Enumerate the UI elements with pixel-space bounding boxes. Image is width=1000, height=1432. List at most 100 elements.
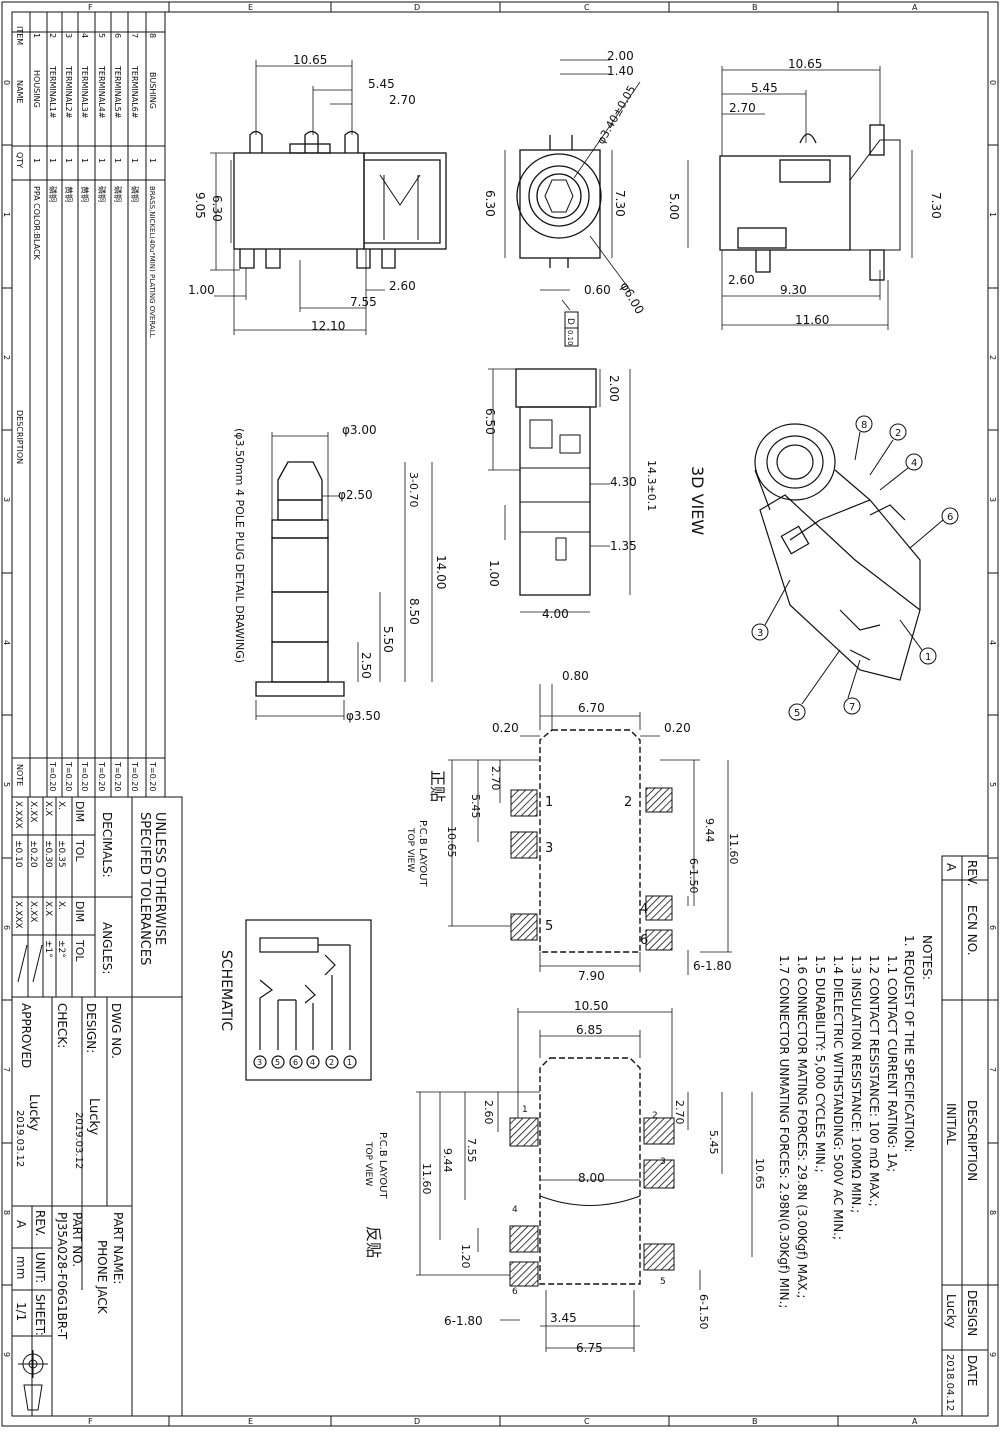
schematic-diagram	[245, 919, 372, 1081]
dim-label: 9.44	[441, 1148, 454, 1173]
border-number: 8	[2, 1210, 11, 1215]
balloon-number: 8	[861, 420, 867, 431]
schematic-pin: 2	[329, 1058, 334, 1067]
datum-value: 0.10	[566, 330, 574, 346]
angles-label: ANGLES:	[100, 922, 114, 974]
check-label: CHECK:	[55, 1003, 69, 1048]
title-block	[11, 996, 183, 1417]
bom-item: 7	[130, 33, 139, 38]
bom-desc: 磷铜	[48, 186, 58, 202]
sheet-value: 1/1	[14, 1302, 28, 1321]
angle-dim: X.XX	[28, 901, 38, 922]
schematic-label: SCHEMATIC	[218, 950, 234, 1031]
dim-label: 2.70	[389, 93, 416, 107]
projection-symbol-icon	[18, 1350, 48, 1411]
dim-label: 1.00	[487, 560, 501, 587]
dim-label: 0.80	[562, 669, 589, 683]
dim-label: 8.50	[407, 598, 421, 625]
bom-header-item: ITEM	[15, 26, 24, 45]
note-line: 1.1 CONTACT CURRENT RATING: 1A;	[885, 955, 899, 1172]
date-row-value: 2018.04.12	[944, 1354, 955, 1411]
tolerance-text: UNLESS OTHERWISE SPECIFED TOLERANCES DEC…	[13, 801, 167, 974]
schematic-pin: 1	[347, 1058, 352, 1067]
dim-label: 7.30	[929, 192, 943, 219]
top-view-label: TOP VIEW	[405, 827, 415, 872]
decimal-dim: X.	[56, 801, 66, 810]
bom-item: 5	[97, 33, 106, 38]
notes-title: NOTES:	[920, 935, 934, 980]
iso-view	[754, 423, 921, 681]
dim-label: 14.00	[434, 555, 448, 589]
decimals-label: DECIMALS:	[100, 812, 114, 878]
border-numbers: 0 1 2 3 4 5 6 7 8 9 0 1 2 3 4 5 6 7 8 9	[2, 80, 997, 1357]
dim-label: 7.90	[578, 969, 605, 983]
dim-label: 1.00	[188, 283, 215, 297]
angle-dim: X.	[56, 901, 66, 910]
border-letter: E	[248, 1417, 253, 1426]
pad-label: 5	[660, 1277, 666, 1287]
bom-desc: 黄铜	[80, 186, 90, 202]
angle-tol: ±2°	[56, 940, 66, 958]
pad-label: 5	[545, 919, 553, 934]
back-view	[719, 124, 901, 281]
description-row-value: INITIAL	[944, 1103, 958, 1145]
bom-qty: 1	[148, 158, 157, 163]
dim-label: 5.45	[707, 1130, 720, 1155]
schematic-pin: 6	[293, 1058, 298, 1067]
dim-label: 6.30	[483, 190, 497, 217]
sheet-label: SHEET:	[33, 1294, 47, 1336]
dim-label: 8.00	[578, 1171, 605, 1185]
pad-label: 3	[660, 1157, 666, 1167]
dim-label: 14.3±0.1	[645, 460, 658, 511]
dim-label: φ3.40±0.05	[594, 83, 638, 146]
border-number: 8	[988, 1210, 997, 1215]
bom-note: T=0.20	[148, 761, 157, 791]
pcb-layout-reverse	[509, 1057, 675, 1287]
dim-label: φ3.50	[346, 709, 381, 723]
rev-header: REV.	[965, 860, 979, 886]
note-line: 1.4 DIELECTRIC WITHSTANDING: 500V AC MIN…	[831, 955, 845, 1240]
border-number: 7	[2, 1067, 11, 1072]
part-no-label: PART NO.	[70, 1212, 84, 1267]
dim-label: 2.00	[607, 375, 621, 402]
revision-text: REV. ECN NO. DESCRIPTION DESIGN DATE A I…	[944, 860, 979, 1411]
back-view-dims	[687, 66, 913, 330]
border-letter: B	[752, 1417, 758, 1426]
plug-caption: (φ3.50mm 4 POLE PLUG DETAIL DRAWING)	[233, 428, 246, 663]
dim-label: 0.60	[584, 283, 611, 297]
dim-label: 2.70	[673, 1100, 686, 1125]
dim-label: 10.50	[574, 999, 608, 1013]
dim-label: 9.30	[780, 283, 807, 297]
dim-label: 2.50	[359, 652, 373, 679]
bom-desc: 磷铜	[130, 186, 140, 202]
pad-label: 6	[512, 1287, 518, 1297]
dim-label: 6.70	[578, 701, 605, 715]
pad-label: 4	[512, 1205, 518, 1215]
plug-drawing	[255, 461, 345, 697]
plug-dim-labels: φ3.00 φ2.50 3-0.70 14.00 8.50 5.50 2.50 …	[233, 423, 448, 723]
balloon-number: 1	[925, 652, 931, 663]
bom-header-qty: QTY	[15, 152, 24, 168]
pcb-reverse-dim-labels: 10.50 6.85 2.60 7.55 9.44 11.60 2.70 5.4…	[420, 999, 766, 1355]
border-letter: F	[88, 3, 93, 12]
dim-label: 6-1.50	[697, 1294, 710, 1329]
dim-label: 5.00	[667, 193, 681, 220]
pcb-layout-label: P.C.B LAYOUT	[377, 1132, 388, 1199]
bom-name: TERMINAL2#	[64, 65, 73, 119]
border-number: 6	[2, 925, 11, 930]
dim-label: 5.45	[469, 794, 482, 819]
bom-item: 3	[64, 33, 73, 38]
bom-name: TERMINAL4#	[97, 65, 106, 119]
border-number: 0	[2, 80, 11, 85]
dim-label: 6-1.50	[687, 858, 700, 893]
border-letter: B	[752, 3, 758, 12]
border-letters: F E D C B A F E D C B A	[88, 3, 918, 1426]
bom-name: TERMINAL6#	[130, 65, 139, 119]
dim-label: 3-0.70	[407, 472, 420, 507]
pad-label: 4	[640, 902, 648, 917]
border-number: 0	[988, 80, 997, 85]
pcb-layout-label: P.C.B LAYOUT	[417, 820, 428, 887]
border-number: 6	[988, 925, 997, 930]
bom-qty: 1	[64, 158, 73, 163]
bottom-view-dims	[488, 368, 631, 613]
